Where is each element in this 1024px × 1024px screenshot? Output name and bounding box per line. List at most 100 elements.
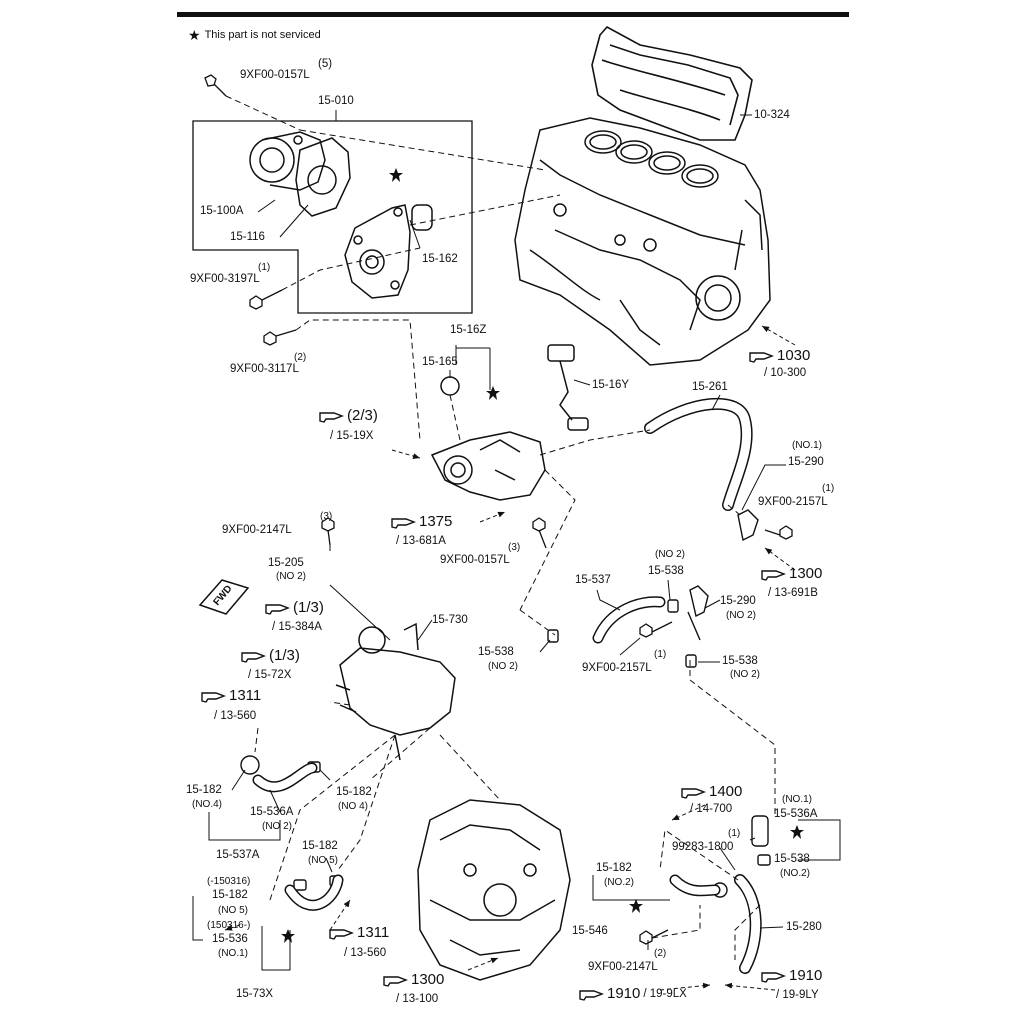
part-label-hose: 15-261	[692, 381, 728, 393]
part-label-thermostat-assy: 15-16Z	[450, 324, 487, 336]
ref-1311-a[interactable]: 1311	[200, 688, 261, 704]
star-icon: ★	[188, 27, 201, 43]
water-pump-drawing	[249, 131, 351, 217]
pointing-hand-icon	[761, 570, 786, 581]
part-label-water-outlet-cap: 15-205	[268, 557, 304, 569]
not-serviced-star-markers	[281, 168, 804, 943]
part-label-head-cover: 10-324	[754, 109, 790, 121]
ref-group-number: 1311	[357, 924, 390, 941]
part-label-bolt: 9XF00-3117L	[230, 363, 299, 375]
part-label-bolt-qty: (3)	[320, 511, 333, 522]
dashed-leader-lines	[225, 95, 776, 960]
cylinder-head-cover-drawing	[591, 25, 753, 141]
legend-note-text: This part is not serviced	[204, 29, 321, 41]
part-label-bolt-qty: (5)	[318, 58, 333, 70]
fitting-15-290-drawing	[737, 509, 759, 542]
pointing-hand-icon	[383, 976, 408, 987]
part-label-bolt: 9XF00-2157L	[758, 496, 828, 508]
part-label-no: (NO.1)	[782, 794, 812, 805]
pointing-hand-icon	[319, 412, 344, 423]
ref-1030[interactable]: 1030	[748, 348, 810, 364]
fwd-arrow-shape	[198, 579, 250, 615]
ref-1910-a[interactable]: 1910 / 19-9LX	[578, 986, 687, 1002]
ref-1-3-b[interactable]: (1/3)	[240, 648, 300, 664]
housing-13-100-drawing	[417, 799, 571, 981]
ref-1300-a[interactable]: 1300	[760, 566, 822, 582]
top-border-rule	[177, 12, 849, 17]
ref-1311-b[interactable]: 1311	[328, 925, 389, 941]
ref-part-number: / 13-560	[214, 710, 257, 722]
ref-group-number: (1/3)	[269, 647, 300, 664]
part-label-no: (NO 2)	[730, 669, 760, 680]
pointing-hand-icon	[329, 929, 354, 940]
ref-group-number: 1030	[777, 347, 811, 364]
cylinder-block-drawing	[514, 117, 771, 366]
ref-group-number: 1910	[789, 967, 823, 984]
ref-1-3-a[interactable]: (1/3)	[264, 600, 324, 616]
part-label-no: (NO.2)	[604, 877, 634, 888]
ref-1400[interactable]: 1400	[680, 784, 742, 800]
part-label-hose: 15-290	[720, 595, 756, 607]
ref-part-number: / 13-691B	[768, 587, 818, 599]
part-label-no: (NO.1)	[218, 948, 248, 959]
part-label-hose: 15-536A	[774, 808, 818, 820]
ref-group-number: 1311	[229, 687, 262, 704]
part-label-no: (NO.4)	[192, 799, 222, 810]
part-label-hose-assy: 15-73X	[236, 988, 274, 1000]
part-label-no: (NO 5)	[218, 905, 248, 916]
part-label-clamp: 15-538	[478, 646, 514, 658]
pointing-hand-icon	[201, 692, 226, 703]
part-label-no: (NO 2)	[488, 661, 518, 672]
part-label-thermostat-o-ring: 15-165	[422, 356, 458, 368]
part-label-no: (NO 2)	[655, 549, 685, 560]
part-label-bolt: 9XF00-2147L	[588, 961, 658, 973]
ref-group-number: 1400	[709, 783, 743, 800]
ref-1300-b[interactable]: 1300	[382, 972, 444, 988]
solid-leader-lines	[192, 114, 841, 971]
ref-1375[interactable]: 1375	[390, 514, 452, 530]
part-label-bolt-qty: (1)	[654, 649, 667, 660]
legend-note: ★ This part is not serviced	[188, 27, 321, 43]
part-label-no: (NO.2)	[780, 868, 810, 879]
ref-2-3[interactable]: (2/3)	[318, 408, 378, 424]
pointing-hand-icon	[761, 972, 786, 983]
part-label-clamp: 15-538	[774, 853, 810, 865]
part-label-water-pump: 15-100A	[200, 205, 244, 217]
part-label-clamp: 15-538	[648, 565, 684, 577]
ref-group-number: (1/3)	[293, 599, 324, 616]
part-label-clamp: 15-182	[596, 862, 632, 874]
part-label-hose: 15-536A	[250, 806, 294, 818]
part-label-bolt-qty: (2)	[654, 948, 667, 959]
ref-group-number: 1375	[419, 513, 453, 530]
part-label-no: (NO 2)	[276, 571, 306, 582]
part-label-bolt-qty: (1)	[258, 262, 271, 273]
part-label-bolt-qty: (2)	[294, 352, 307, 363]
part-label-bolt: 9XF00-0157L	[240, 69, 310, 81]
pointing-hand-icon	[681, 788, 706, 799]
temperature-sensor-drawing	[547, 344, 589, 431]
ref-part-number: / 10-300	[764, 367, 807, 379]
pump-housing-drawing	[344, 204, 411, 299]
part-label-hose: 15-546	[572, 925, 608, 937]
ref-part-number: / 13-100	[396, 993, 439, 1005]
ref-part-number: / 14-700	[690, 803, 733, 815]
ref-part-number: / 15-72X	[248, 669, 292, 681]
ref-group-number: 1300	[789, 565, 823, 582]
part-label-clamp: 15-182	[302, 840, 338, 852]
pointing-hand-icon	[391, 518, 416, 529]
water-outlet-drawing	[335, 622, 456, 761]
part-label-hose-assy: 15-537A	[216, 849, 260, 861]
ref-1910-b[interactable]: 1910	[760, 968, 822, 984]
pointing-hand-icon	[579, 990, 604, 1001]
ref-part-number: / 13-681A	[396, 535, 446, 547]
o-ring-15-162-drawing	[411, 204, 433, 231]
ref-group-number: (2/3)	[347, 407, 378, 424]
thermostat-o-ring-drawing	[440, 376, 460, 396]
part-label-serial-range: (150316-)	[207, 920, 251, 931]
part-label-bolt-qty: (1)	[822, 483, 835, 494]
part-label-qty: (1)	[728, 828, 741, 839]
part-label-serial-range: (-150316)	[207, 876, 251, 887]
ref-part-number: / 13-560	[344, 947, 387, 959]
part-label-clamp: 15-538	[722, 655, 758, 667]
pointing-hand-icon	[241, 652, 266, 663]
